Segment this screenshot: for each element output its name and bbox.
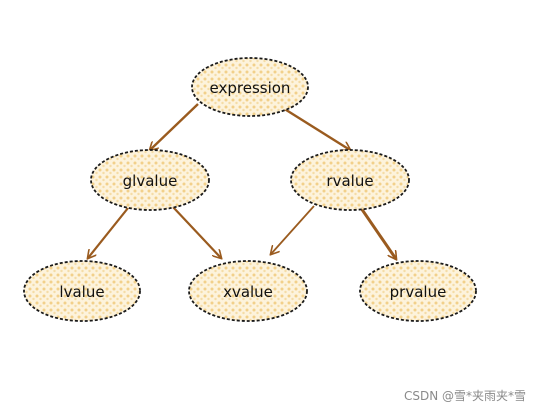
node-lvalue-shape bbox=[23, 260, 141, 322]
node-prvalue-shape bbox=[359, 260, 477, 322]
node-rvalue-shape bbox=[290, 149, 410, 211]
node-glvalue-shape bbox=[90, 149, 210, 211]
node-prvalue-label: prvalue bbox=[390, 283, 447, 301]
node-expression-label: expression bbox=[210, 79, 291, 97]
edge-rvalue-prvalue bbox=[359, 207, 396, 259]
node-expression-shape bbox=[191, 57, 309, 117]
node-xvalue: xvalue bbox=[188, 260, 308, 322]
watermark: CSDN @雪*夹雨夹*雪 bbox=[403, 389, 526, 403]
node-prvalue: prvalue bbox=[359, 260, 477, 322]
node-rvalue: rvalue bbox=[290, 149, 410, 211]
node-xvalue-shape bbox=[188, 260, 308, 322]
edge-glvalue-lvalue bbox=[88, 207, 129, 258]
node-glvalue-label: glvalue bbox=[123, 172, 178, 190]
node-glvalue: glvalue bbox=[90, 149, 210, 211]
node-xvalue-label: xvalue bbox=[223, 283, 273, 301]
edge-expression-glvalue bbox=[150, 103, 199, 150]
edge-rvalue-xvalue bbox=[271, 205, 315, 254]
node-rvalue-label: rvalue bbox=[326, 172, 373, 190]
edges bbox=[88, 103, 396, 259]
node-expression: expression bbox=[191, 57, 309, 117]
edge-expression-rvalue bbox=[282, 106, 350, 150]
edge-glvalue-xvalue bbox=[172, 206, 221, 258]
node-lvalue: lvalue bbox=[23, 260, 141, 322]
node-lvalue-label: lvalue bbox=[59, 283, 104, 301]
